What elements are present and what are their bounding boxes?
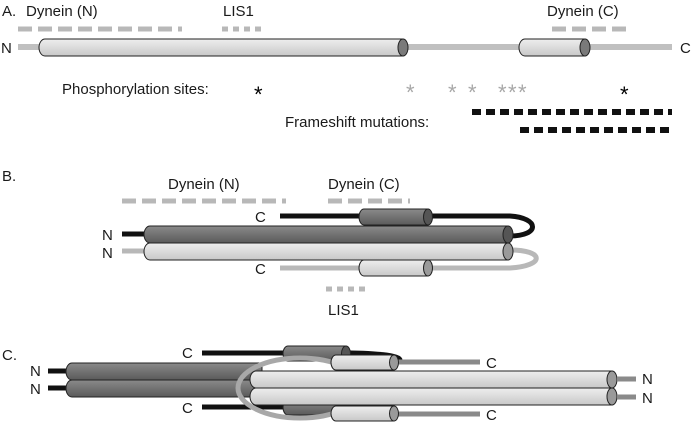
- dynein-n-label-b: Dynein (N): [168, 176, 240, 193]
- dynein-n-label: Dynein (N): [26, 3, 98, 20]
- n-terminus-label: N: [1, 40, 12, 57]
- c-label-c-right-top: C: [486, 355, 497, 372]
- dynein-c-label-b: Dynein (C): [328, 176, 400, 193]
- coiled-coil-1: [38, 38, 409, 57]
- left-dark-coiled-coil-bottom: [65, 379, 263, 398]
- dark-coiled-coil-b: [143, 225, 514, 244]
- phospho-site-marker: *: [448, 80, 457, 105]
- dark-c-helix-b: [358, 208, 433, 226]
- panel-a: A. Dynein (N) LIS1 Dynein (C) N C Phosph…: [1, 3, 691, 133]
- phospho-site-marker: *: [620, 82, 629, 107]
- light-coiled-coil-b: [143, 242, 514, 261]
- panel-a-letter: A.: [2, 3, 16, 20]
- light-c-helix-c-top: [330, 354, 399, 371]
- light-c-helix-b: [358, 259, 433, 277]
- c-label-b-top: C: [255, 209, 266, 226]
- n-label-c-left-bottom: N: [30, 381, 41, 398]
- c-terminus-label: C: [680, 40, 691, 57]
- c-label-c-right-bottom: C: [486, 407, 497, 424]
- left-dark-coiled-coil-top: [65, 362, 263, 381]
- light-strand-loop: [280, 247, 539, 271]
- phospho-site-marker: *: [468, 80, 477, 105]
- panel-c: C.: [2, 345, 653, 424]
- right-light-coiled-coil-top: [249, 370, 618, 389]
- right-light-coiled-coil-bottom: [249, 387, 618, 406]
- panel-c-letter: C.: [2, 347, 17, 364]
- phosphorylation-sites-label: Phosphorylation sites:: [62, 81, 209, 98]
- panel-b-letter: B.: [2, 168, 16, 185]
- phospho-site-marker: *: [508, 80, 517, 105]
- phospho-site-marker: *: [406, 80, 415, 105]
- phospho-site-marker: *: [498, 80, 507, 105]
- c-label-c-left-top: C: [182, 345, 193, 362]
- frameshift-mutations-label: Frameshift mutations:: [285, 114, 429, 131]
- dark-strand-loop: [280, 213, 535, 239]
- n-label-c-left-top: N: [30, 363, 41, 380]
- panel-b: B. Dynein (N) Dynein (C) N N: [2, 168, 539, 319]
- lis1-label-b: LIS1: [328, 302, 359, 319]
- phospho-site-marker: *: [518, 80, 527, 105]
- phospho-site-marker: *: [254, 82, 263, 107]
- lis1-label: LIS1: [223, 3, 254, 20]
- n-label-c-right-bottom: N: [642, 390, 653, 407]
- n-label-b-top: N: [102, 227, 113, 244]
- n-label-c-right-top: N: [642, 371, 653, 388]
- light-c-helix-c-bottom: [330, 405, 399, 422]
- c-label-c-left-bottom: C: [182, 400, 193, 417]
- n-label-b-bottom: N: [102, 245, 113, 262]
- c-label-b-bottom: C: [255, 261, 266, 278]
- coiled-coil-2: [518, 38, 591, 57]
- dynein-c-label: Dynein (C): [547, 3, 619, 20]
